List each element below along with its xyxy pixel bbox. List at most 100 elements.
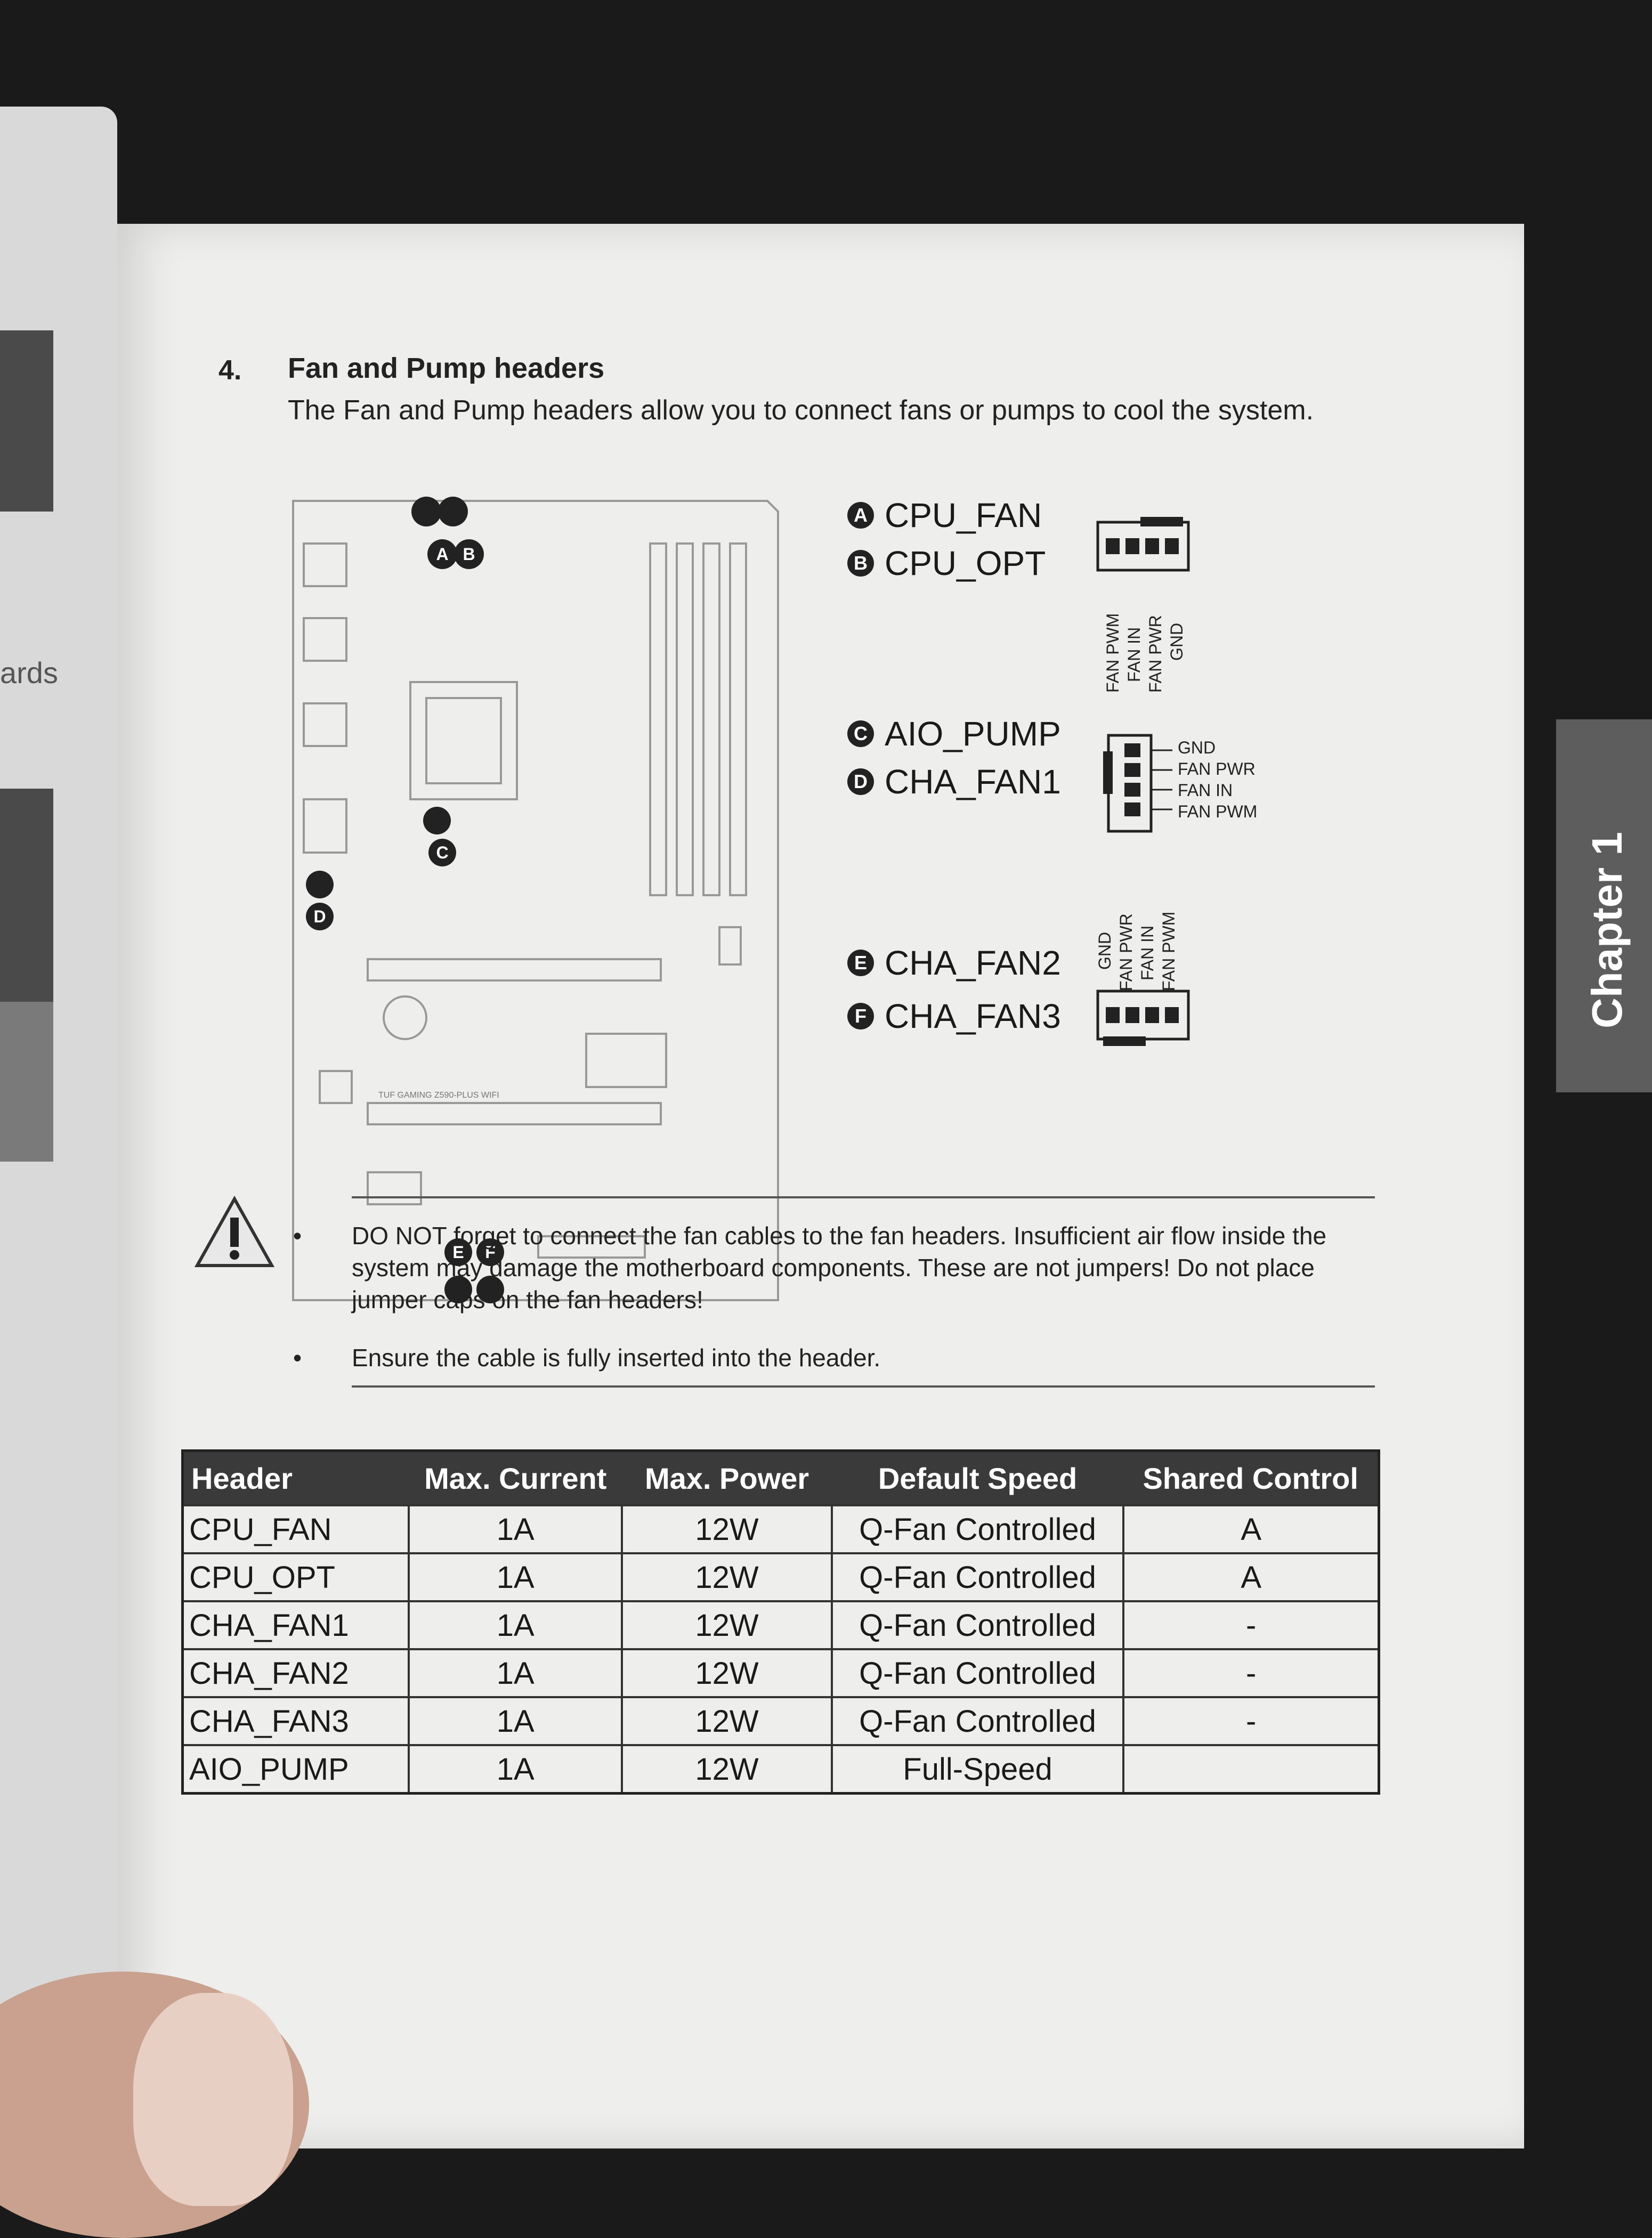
thumb-nail	[133, 1993, 293, 2206]
column-header: Max. Power	[622, 1450, 832, 1505]
pin-label: FAN PWR	[1178, 759, 1256, 779]
pin-label: FAN PWM	[1178, 802, 1258, 821]
pinout-middle-header	[1103, 734, 1172, 833]
connector-letter: F	[847, 1003, 874, 1029]
cell: 1A	[408, 1696, 623, 1746]
bullet: •	[293, 1222, 302, 1250]
table-row: CPU_FAN 1A 12W Q-Fan Controlled A	[181, 1504, 1380, 1554]
svg-text:C: C	[436, 843, 448, 862]
cell: 12W	[621, 1504, 833, 1554]
io-port	[303, 617, 347, 662]
cell: Q-Fan Controlled	[830, 1696, 1125, 1746]
dimm-slot	[676, 542, 694, 896]
column-header: Default Speed	[831, 1450, 1124, 1505]
connector-letter: D	[847, 768, 874, 795]
connector-name: CHA_FAN3	[885, 997, 1061, 1035]
cell: CPU_FAN	[181, 1504, 410, 1554]
cell: CPU_OPT	[181, 1552, 410, 1602]
cell: Q-Fan Controlled	[830, 1648, 1125, 1698]
io-port	[303, 702, 347, 747]
svg-text:B: B	[463, 545, 475, 564]
pin-label: FAN IN	[1178, 781, 1233, 800]
chapter-tab-label: Chapter 1	[1583, 832, 1631, 1028]
manual-page: 4. Fan and Pump headers The Fan and Pump…	[117, 224, 1652, 2148]
svg-text:D: D	[313, 907, 326, 926]
component	[718, 926, 742, 966]
chapter-tab: Chapter 1	[1556, 719, 1652, 1092]
cell: Q-Fan Controlled	[830, 1504, 1125, 1554]
cell: 1A	[408, 1600, 623, 1650]
cell: CHA_FAN1	[181, 1600, 410, 1650]
connector-b: B CPU_OPT	[847, 544, 1046, 583]
connector-letter: B	[847, 550, 874, 577]
connector-name: CPU_FAN	[885, 496, 1042, 534]
cell: 1A	[408, 1504, 623, 1554]
divider-bottom	[352, 1385, 1375, 1388]
table-row: AIO_PUMP 1A 12W Full-Speed	[181, 1744, 1380, 1795]
pin-label: FAN PWM	[1103, 613, 1122, 693]
cell: CHA_FAN3	[181, 1696, 410, 1746]
cell: 12W	[621, 1552, 833, 1602]
pin-label: GND	[1095, 931, 1114, 970]
pinout-bottom-header	[1096, 990, 1190, 1046]
cell: -	[1122, 1648, 1380, 1698]
cell	[1122, 1744, 1380, 1795]
pcie-slot	[367, 1102, 662, 1125]
component	[367, 1171, 422, 1205]
cell: -	[1122, 1696, 1380, 1746]
pin-label: FAN PWR	[1116, 913, 1136, 991]
pcie-slot	[537, 1235, 646, 1259]
connector-d: D CHA_FAN1	[847, 762, 1061, 801]
left-page-tab-mid	[0, 1002, 53, 1162]
note-item: • Ensure the cable is fully inserted int…	[293, 1342, 1327, 1374]
dimm-slot	[649, 542, 667, 896]
pcie-slot	[367, 958, 662, 982]
chipset	[585, 1033, 667, 1088]
pin-label: FAN IN	[1124, 627, 1144, 682]
cell: 1A	[408, 1552, 623, 1602]
cell: AIO_PUMP	[181, 1744, 410, 1795]
connector-c: C AIO_PUMP	[847, 714, 1061, 753]
component	[319, 1070, 353, 1104]
cell: 1A	[408, 1744, 623, 1795]
svg-text:A: A	[436, 545, 448, 564]
section-number: 4.	[218, 355, 242, 386]
column-header: Max. Current	[409, 1450, 622, 1505]
cell: CHA_FAN2	[181, 1648, 410, 1698]
board-model-label: TUF GAMING Z590-PLUS WIFI	[378, 1091, 499, 1100]
table-row: CPU_OPT 1A 12W Q-Fan Controlled A	[181, 1552, 1380, 1602]
left-page-tab-dark	[0, 330, 53, 512]
cell: 12W	[621, 1648, 833, 1698]
cell: 12W	[621, 1744, 833, 1795]
cell: 1A	[408, 1648, 623, 1698]
connector-f: F CHA_FAN3	[847, 996, 1061, 1036]
warning-icon	[194, 1195, 275, 1267]
pin-label: FAN PWM	[1159, 911, 1178, 991]
left-page-fragment-text: ards	[0, 656, 58, 690]
cpu-socket	[409, 681, 518, 800]
connector-letter: E	[847, 950, 874, 976]
cell: A	[1122, 1504, 1380, 1554]
cell: 12W	[621, 1600, 833, 1650]
left-page-edge: ards	[0, 107, 117, 2185]
section-title: Fan and Pump headers	[288, 352, 605, 384]
pinout-top-header	[1096, 517, 1190, 572]
cell: Q-Fan Controlled	[830, 1552, 1125, 1602]
cpu-socket-inner	[425, 697, 502, 784]
cell: 12W	[621, 1696, 833, 1746]
notes: • DO NOT forget to connect the fan cable…	[293, 1220, 1327, 1401]
pin-label: FAN IN	[1138, 925, 1157, 980]
note-text: DO NOT forget to connect the fan cables …	[352, 1222, 1327, 1313]
dimm-slot	[729, 542, 747, 896]
table-header-row: Header Max. Current Max. Power Default S…	[182, 1450, 1379, 1505]
section-intro: The Fan and Pump headers allow you to co…	[288, 395, 1314, 426]
connector-name: AIO_PUMP	[885, 715, 1061, 753]
dimm-slot	[702, 542, 720, 896]
column-header: Header	[182, 1450, 409, 1505]
connector-letter: A	[847, 502, 874, 529]
pin-label: GND	[1167, 622, 1186, 661]
cell: A	[1122, 1552, 1380, 1602]
table-row: CHA_FAN1 1A 12W Q-Fan Controlled -	[181, 1600, 1380, 1650]
connector-a: A CPU_FAN	[847, 496, 1042, 535]
note-text: Ensure the cable is fully inserted into …	[352, 1344, 881, 1372]
